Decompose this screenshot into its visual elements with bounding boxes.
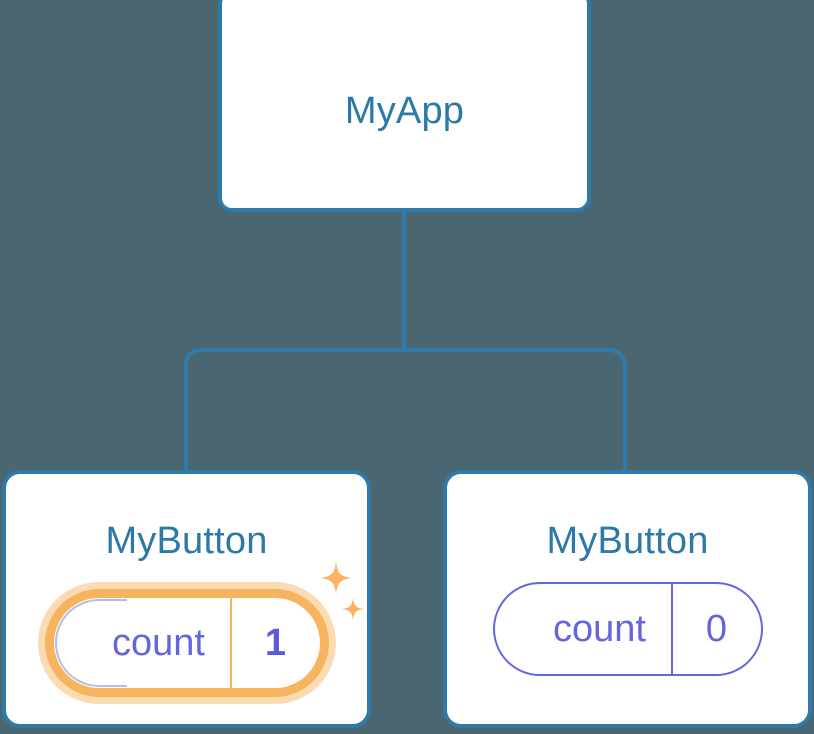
state-pill-left-highlight: count 1 [37, 582, 336, 704]
state-label-right: count [553, 608, 646, 650]
state-label-left: count [112, 622, 205, 664]
state-pill-right[interactable]: count 0 [492, 582, 763, 676]
state-pill-left[interactable]: count 1 [51, 596, 322, 690]
node-myapp[interactable]: MyApp [218, 0, 591, 212]
connector-branches [184, 348, 627, 472]
node-mybutton-right-title: MyButton [546, 520, 709, 562]
state-value-right: 0 [670, 584, 761, 674]
state-pill-left-wrapper: count 1 [6, 582, 367, 704]
state-value-left: 1 [229, 598, 320, 688]
state-pill-right-wrapper: count 0 [447, 582, 808, 676]
node-myapp-title: MyApp [344, 90, 465, 132]
node-mybutton-right[interactable]: MyButton count 0 [443, 470, 812, 728]
node-mybutton-left-title: MyButton [105, 520, 268, 562]
node-mybutton-left[interactable]: MyButton count 1 [2, 470, 371, 728]
